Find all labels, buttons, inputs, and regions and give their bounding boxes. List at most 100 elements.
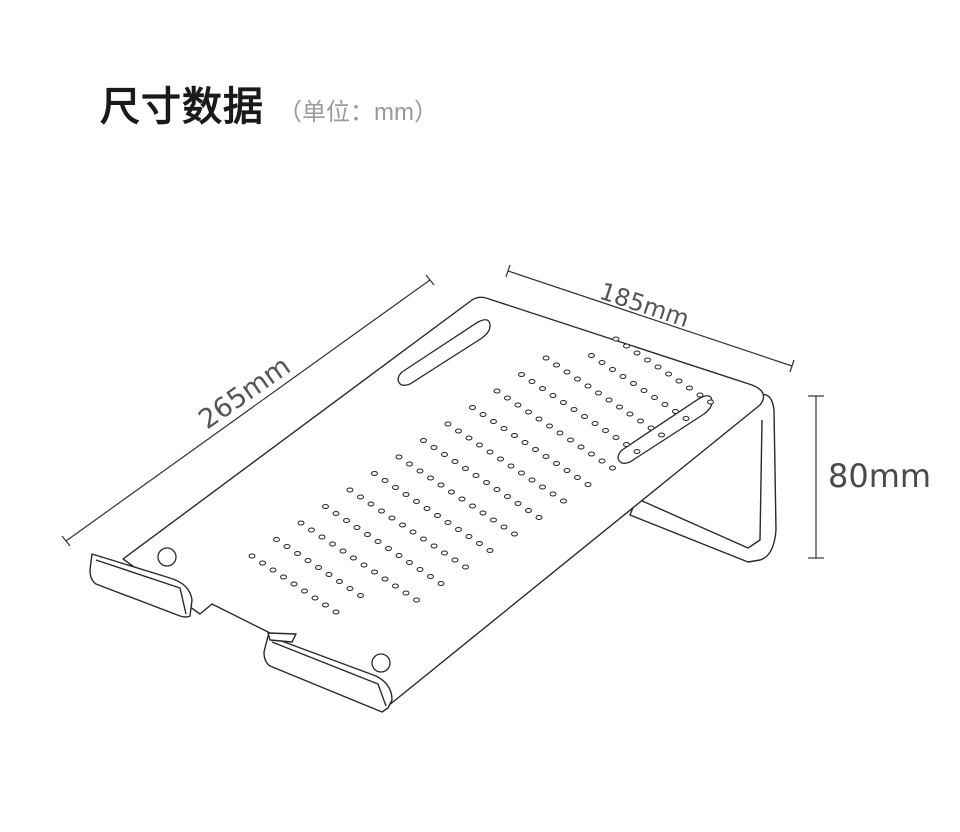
vent-hole <box>574 475 581 480</box>
vent-hole <box>514 501 522 506</box>
vent-hole <box>462 564 469 570</box>
front-lip-left <box>89 553 193 618</box>
vent-hole <box>623 442 630 447</box>
vent-hole <box>430 445 438 450</box>
vent-hole <box>553 362 560 368</box>
vent-hole <box>707 399 714 405</box>
vent-hole <box>532 447 539 452</box>
vent-hole <box>434 513 441 518</box>
dimension-depth-label: 265mm <box>193 351 296 436</box>
vent-hole <box>535 416 543 422</box>
vent-hole <box>311 595 319 601</box>
vent-hole <box>374 539 382 544</box>
vent-hole <box>451 459 459 464</box>
vent-hole <box>427 574 434 579</box>
vent-hole <box>500 426 508 431</box>
vent-hole <box>560 498 567 504</box>
vent-hole <box>353 525 361 530</box>
vent-hole <box>297 520 305 526</box>
vent-hole <box>584 383 592 389</box>
vent-hole <box>672 409 679 414</box>
vent-hole <box>525 409 532 415</box>
vent-hole <box>469 503 476 509</box>
vent-hole <box>647 425 655 431</box>
vent-hole <box>549 491 557 497</box>
vent-hole <box>420 438 427 443</box>
vent-hole <box>357 494 364 500</box>
vent-hole <box>637 418 644 424</box>
vent-hole <box>525 508 532 513</box>
vent-hole <box>612 435 620 440</box>
vent-hole <box>472 473 480 478</box>
vent-hole <box>479 412 487 417</box>
vent-hole <box>612 336 620 342</box>
vent-hole <box>402 590 410 596</box>
vent-hole <box>371 471 378 476</box>
vent-hole <box>563 468 571 473</box>
vent-hole <box>437 581 445 586</box>
header: 尺寸数据 （单位：mm） <box>100 74 438 132</box>
vent-hole <box>346 586 354 591</box>
vent-hole <box>605 397 613 403</box>
dimension-depth <box>61 274 435 547</box>
pad-front-right <box>371 653 391 673</box>
vent-hole <box>385 546 392 551</box>
vent-hole <box>458 496 466 502</box>
vent-hole <box>658 432 665 438</box>
vent-hole <box>661 402 669 407</box>
dimension-width-label: 185mm <box>596 277 693 333</box>
vent-hole <box>511 433 518 438</box>
vent-hole <box>322 504 329 509</box>
vent-hole <box>437 482 445 488</box>
vent-hole <box>570 407 578 412</box>
vent-hole <box>465 435 473 441</box>
vent-hole <box>469 405 476 410</box>
vent-hole <box>336 579 343 584</box>
vent-hole <box>486 548 494 553</box>
vent-hole <box>441 550 448 556</box>
vent-hole <box>609 367 616 372</box>
vent-hole <box>549 393 557 398</box>
vent-hole <box>329 541 336 547</box>
vent-hole <box>539 386 546 391</box>
vent-hole <box>574 376 581 382</box>
vent-hole <box>623 343 630 349</box>
vent-holes <box>248 336 714 615</box>
vent-hole <box>455 527 462 532</box>
vent-hole <box>630 381 637 386</box>
vent-hole <box>518 470 525 476</box>
vent-hole <box>640 388 648 393</box>
vent-hole <box>539 484 546 490</box>
vent-hole <box>315 565 322 570</box>
pad-front-left <box>157 547 177 567</box>
vent-hole <box>413 499 420 504</box>
vent-hole <box>511 531 518 537</box>
vent-hole <box>360 562 368 568</box>
vent-hole <box>500 524 508 530</box>
vent-hole <box>686 385 693 391</box>
back-support <box>629 393 777 563</box>
vent-hole <box>654 364 662 370</box>
vent-hole <box>651 395 658 400</box>
vent-hole <box>343 518 350 523</box>
vent-hole <box>444 520 452 525</box>
vent-hole <box>591 421 599 426</box>
vent-hole <box>486 449 494 455</box>
vent-hole <box>465 534 473 539</box>
vent-hole <box>402 492 410 497</box>
dimension-width <box>505 264 795 373</box>
vent-hole <box>273 537 280 542</box>
vent-hole <box>595 390 602 396</box>
vent-hole <box>633 449 641 454</box>
vent-hole <box>588 451 595 457</box>
vent-hole <box>416 567 424 572</box>
vent-hole <box>546 423 553 429</box>
vent-hole <box>290 581 298 587</box>
vent-hole <box>602 428 609 433</box>
vent-hole <box>476 442 483 448</box>
vent-hole <box>427 475 434 481</box>
vent-hole <box>577 444 585 450</box>
vent-hole <box>392 583 399 589</box>
vent-hole <box>325 572 333 577</box>
vent-hole <box>381 576 389 582</box>
